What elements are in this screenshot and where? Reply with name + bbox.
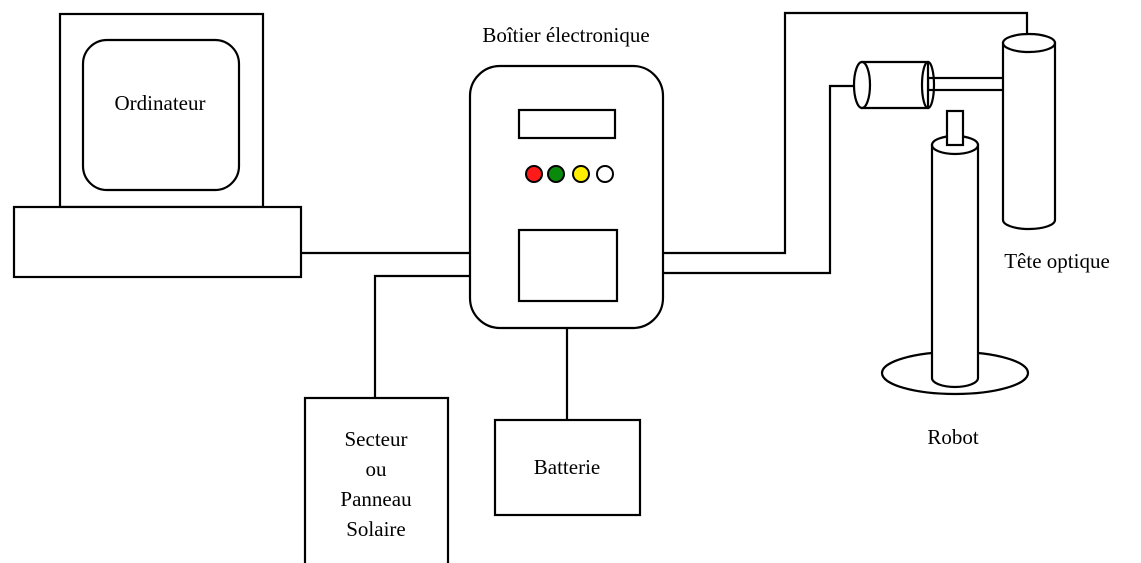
power-supply: Secteur ou Panneau Solaire xyxy=(303,396,450,563)
led-red xyxy=(525,165,543,183)
power-supply-label-line3: Panneau xyxy=(340,487,412,511)
robot-arm-rod xyxy=(945,109,965,147)
robot-label: Robot xyxy=(927,425,979,449)
camera-lens-front xyxy=(852,60,872,110)
led-yellow xyxy=(572,165,590,183)
optical-head-cylinder xyxy=(1001,41,1057,231)
robot: Tête optique Robot xyxy=(852,32,1110,449)
power-supply-label-line4: Solaire xyxy=(346,517,405,541)
computer-label: Ordinateur xyxy=(115,91,206,115)
electronics-box: Boîtier électronique xyxy=(468,23,665,330)
robot-arm-horizontal xyxy=(926,76,1006,92)
display-screen xyxy=(517,108,617,140)
battery-box xyxy=(493,418,642,517)
computer: Ordinateur xyxy=(12,12,303,279)
camera-lens xyxy=(860,60,930,110)
computer-base xyxy=(12,205,303,279)
camera-lens-back xyxy=(920,60,936,110)
led-white xyxy=(596,165,614,183)
electronics-box-label: Boîtier électronique xyxy=(482,23,649,47)
wire-box-camera xyxy=(617,84,858,275)
power-supply-box xyxy=(303,396,450,563)
led-green xyxy=(547,165,565,183)
battery-label: Batterie xyxy=(534,455,600,479)
computer-screen xyxy=(81,38,241,192)
battery: Batterie xyxy=(493,418,642,517)
circuit-module xyxy=(517,228,619,303)
optical-head-label: Tête optique xyxy=(1004,249,1110,273)
robot-column xyxy=(930,143,980,389)
wire-box-optical-head-top xyxy=(617,11,1029,255)
power-supply-label-line2: ou xyxy=(366,457,388,481)
power-supply-label-line1: Secteur xyxy=(345,427,408,451)
optical-head-top xyxy=(1001,32,1057,54)
